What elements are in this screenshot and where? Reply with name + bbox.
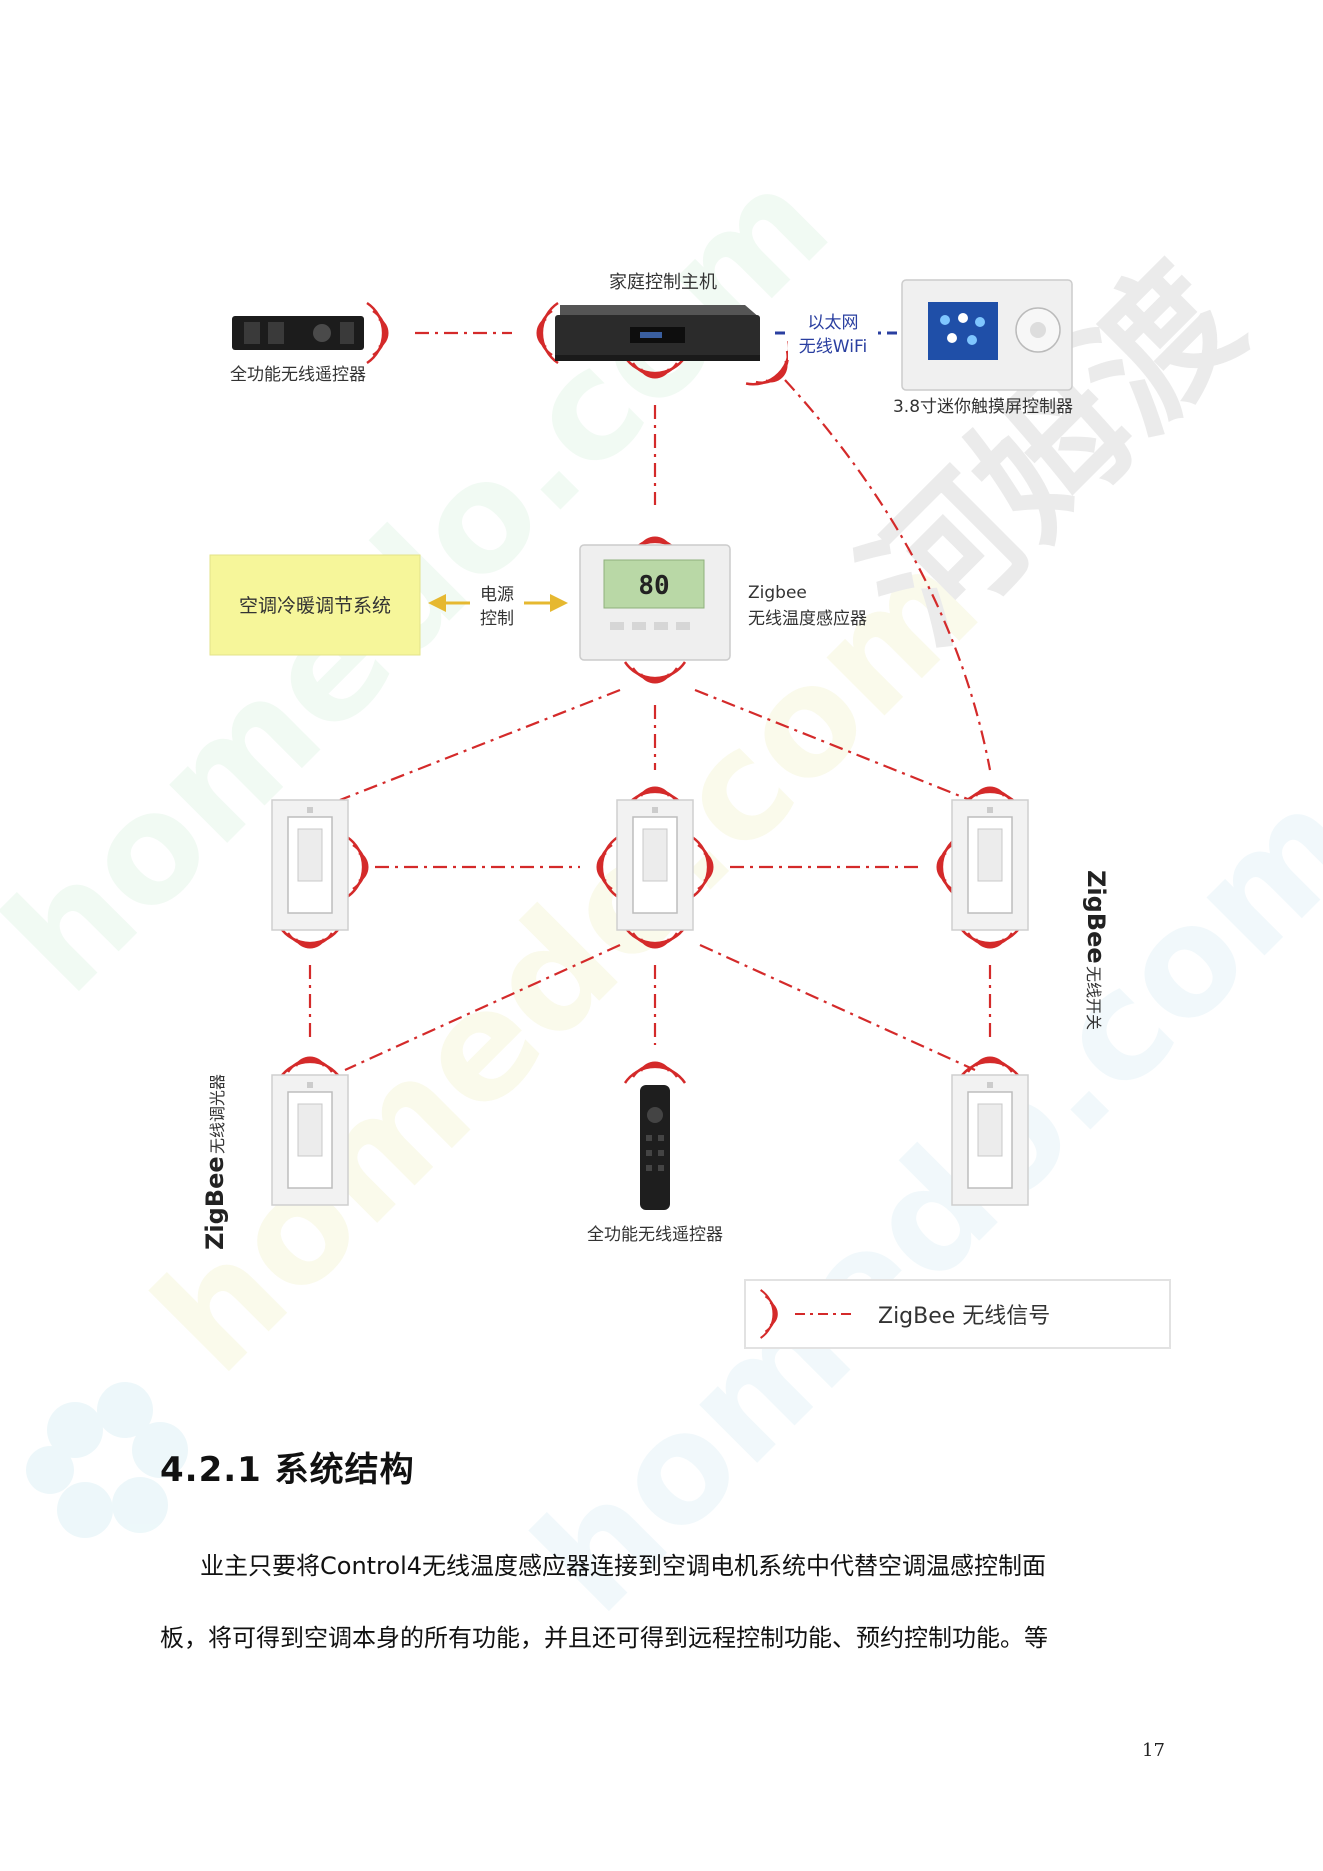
switch-bottom-left bbox=[271, 1074, 349, 1206]
hvac-box bbox=[209, 554, 421, 656]
paragraph-line-1: 业主只要将Control4无线温度感应器连接到空调电机系统中代替空调温感控制面 bbox=[200, 1552, 1047, 1580]
section-heading: 4.2.1 系统结构 bbox=[160, 1450, 415, 1490]
page-number: 17 bbox=[1142, 1740, 1165, 1761]
zigbee-dimmer-label: ZigBee 无线调光器 bbox=[201, 1074, 229, 1250]
legend-label: ZigBee 无线信号 bbox=[878, 1304, 1050, 1329]
power-label-1: 电源 bbox=[480, 585, 514, 605]
zigbee-right-2: 无线开关 bbox=[1084, 966, 1103, 1030]
remote-top-label: 全功能无线遥控器 bbox=[230, 365, 366, 385]
host-controller bbox=[555, 305, 760, 361]
wifi-label: 无线WiFi bbox=[799, 337, 867, 357]
thermostat-label-1: Zigbee bbox=[748, 583, 807, 603]
touchscreen-controller bbox=[901, 279, 1073, 391]
thermostat: 80 bbox=[579, 544, 731, 661]
legend: ZigBee 无线信号 bbox=[744, 1279, 1171, 1349]
signal-links bbox=[308, 331, 992, 1072]
zigbee-left-2: 无线调光器 bbox=[208, 1074, 227, 1154]
thermostat-label-2: 无线温度感应器 bbox=[748, 609, 867, 629]
zigbee-switch-label: ZigBee 无线开关 bbox=[1082, 870, 1110, 1030]
ethernet-label: 以太网 bbox=[808, 313, 859, 333]
paragraph-line-2: 板，将可得到空调本身的所有功能，并且还可得到远程控制功能、预约控制功能。等 bbox=[160, 1624, 1048, 1652]
switch-top-right bbox=[951, 799, 1029, 931]
switch-top-left bbox=[271, 799, 349, 931]
zigbee-left-1: ZigBee bbox=[201, 1156, 229, 1250]
hvac-label: 空调冷暖调节系统 bbox=[239, 595, 391, 617]
remote-bottom bbox=[640, 1085, 670, 1210]
remote-bottom-label: 全功能无线遥控器 bbox=[587, 1225, 723, 1245]
power-label-2: 控制 bbox=[480, 609, 514, 629]
host-label: 家庭控制主机 bbox=[609, 272, 717, 293]
thermostat-display: 80 bbox=[638, 571, 669, 601]
watermark-logo bbox=[26, 1382, 188, 1538]
switch-bottom-right bbox=[951, 1074, 1029, 1206]
switch-top-center bbox=[616, 799, 694, 931]
touchscreen-label: 3.8寸迷你触摸屏控制器 bbox=[893, 397, 1073, 417]
remote-top bbox=[232, 316, 364, 350]
zigbee-right-1: ZigBee bbox=[1082, 870, 1110, 964]
